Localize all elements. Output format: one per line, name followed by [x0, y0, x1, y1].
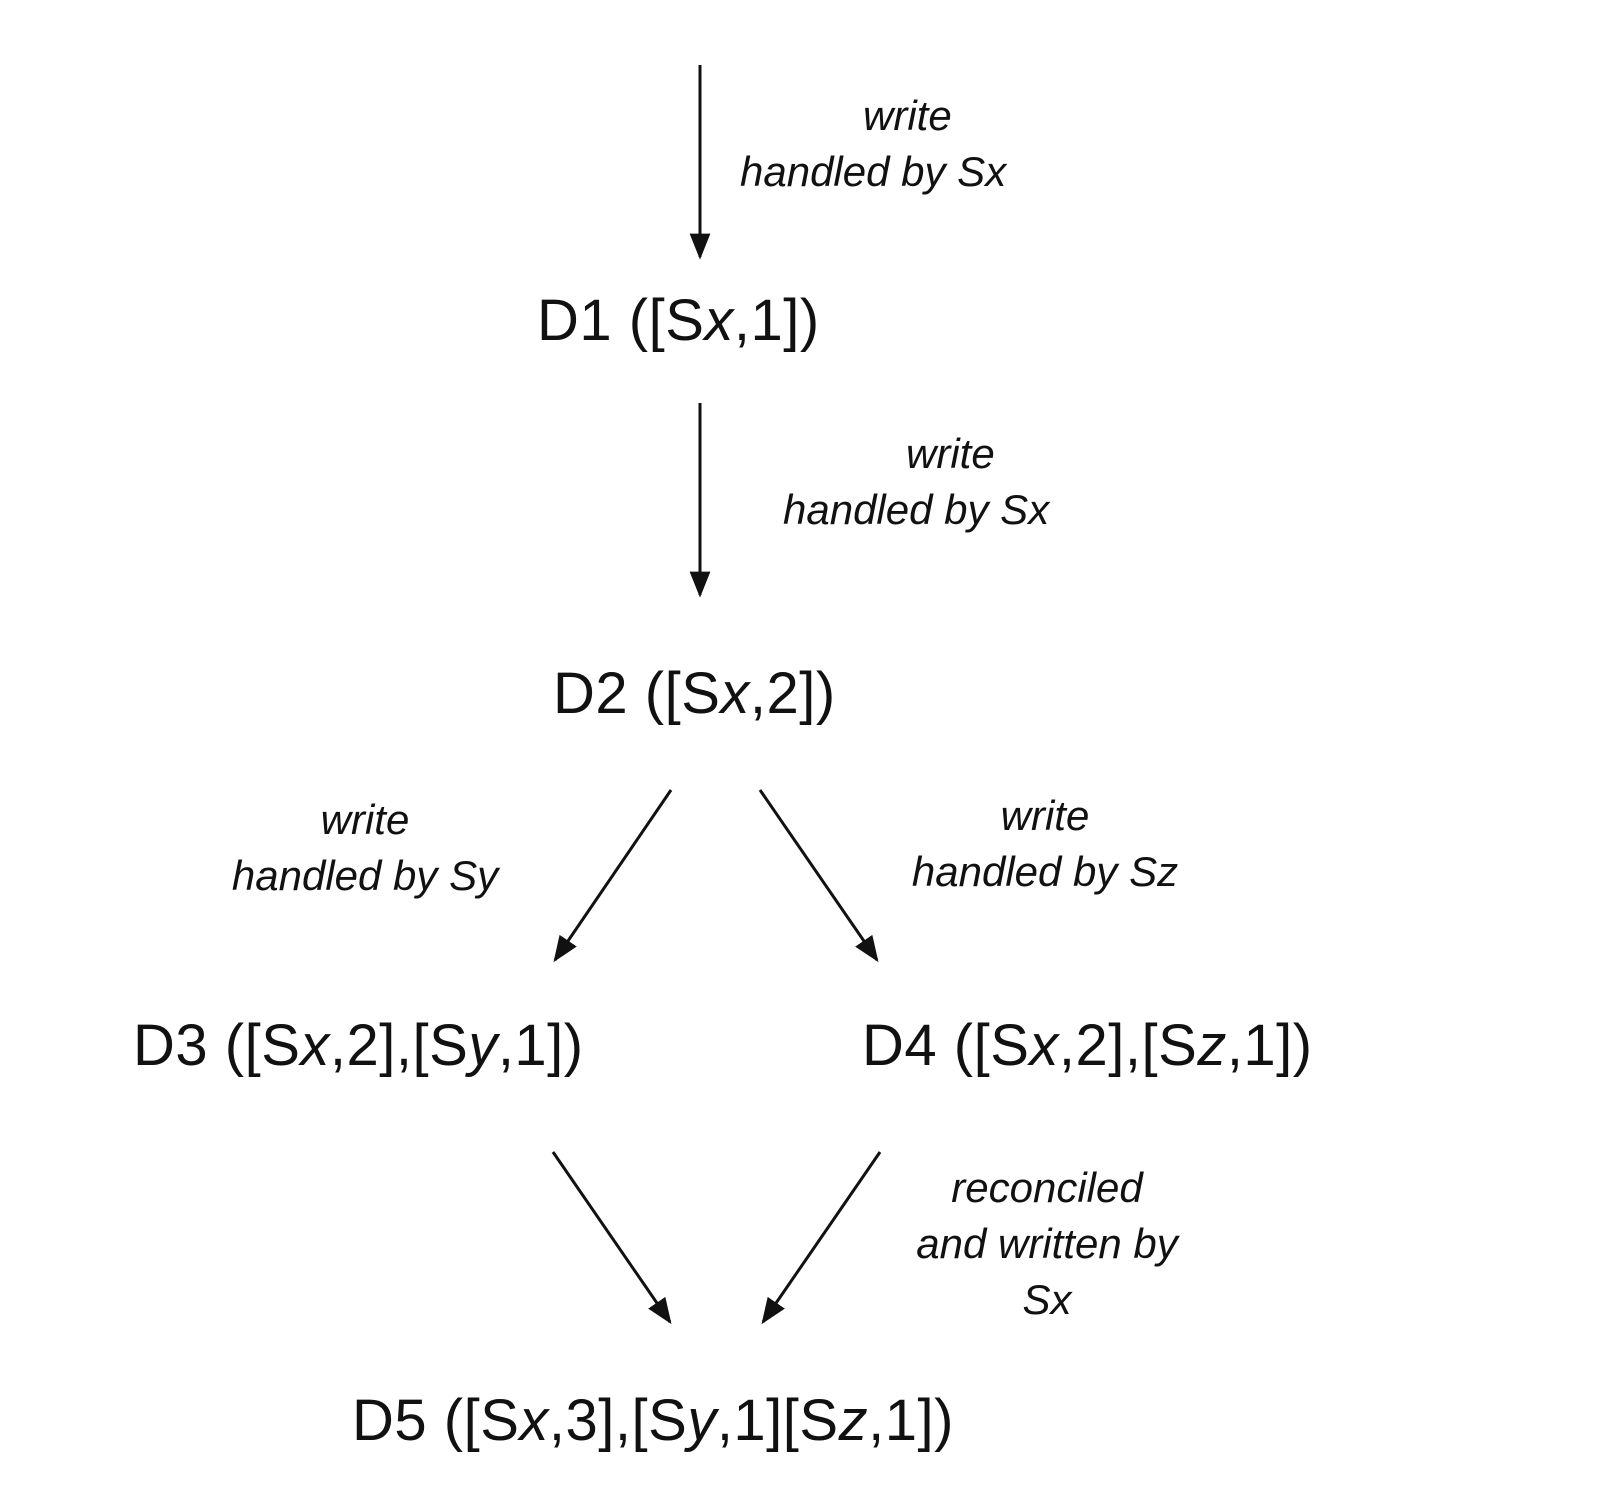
edge-label-d1-to-d2-line2: handled by Sx	[783, 486, 1050, 533]
edge-label-d4-to-d5-line1: reconciled	[951, 1164, 1143, 1211]
node-d2: D2 ([Sx,2])	[553, 665, 836, 723]
node-d3-var2: y	[468, 1013, 498, 1078]
node-d1-rest1: ,1])	[733, 288, 820, 353]
arrow-d2-to-d4	[758, 789, 879, 963]
arrow-d4-to-d5	[761, 1151, 882, 1325]
edge-label-d2-to-d4: write handled by Sz	[855, 788, 1235, 900]
node-d3-var1: x	[300, 1013, 330, 1078]
node-d5-name: D5	[352, 1388, 428, 1453]
edge-label-d4-to-d5-line2: and written by	[916, 1220, 1178, 1267]
node-d1: D1 ([Sx,1])	[537, 292, 820, 350]
node-d3: D3 ([Sx,2],[Sy,1])	[133, 1017, 584, 1075]
node-d2-name: D2	[553, 661, 629, 726]
edge-label-d4-to-d5-line3: Sx	[1022, 1276, 1072, 1323]
edge-label-d2-to-d3: write handled by Sy	[175, 792, 555, 904]
node-d1-var1: x	[704, 288, 734, 353]
edge-label-d4-to-d5: reconciled and written by Sx	[857, 1160, 1237, 1328]
node-d5-mid1: ,3],[S	[548, 1388, 688, 1453]
node-d2-open: ([S	[644, 661, 721, 726]
edge-label-top-line2: handled by Sx	[740, 148, 1007, 195]
node-d2-rest1: ,2])	[749, 661, 836, 726]
node-d5-var1: x	[519, 1388, 549, 1453]
edge-label-d1-to-d2: write handled by Sx	[783, 426, 1203, 538]
node-d4-var2: z	[1197, 1013, 1227, 1078]
node-d5-var2: y	[687, 1388, 717, 1453]
node-d5: D5 ([Sx,3],[Sy,1][Sz,1])	[352, 1392, 954, 1450]
node-d5-mid2: ,1][S	[716, 1388, 839, 1453]
node-d3-rest2: ,1])	[497, 1013, 584, 1078]
node-d4-mid1: ,2],[S	[1058, 1013, 1198, 1078]
node-d5-var3: z	[838, 1388, 869, 1453]
node-d1-open: ([S	[628, 288, 705, 353]
edge-label-top: write handled by Sx	[740, 88, 1160, 200]
node-d5-rest3: ,1])	[868, 1388, 954, 1453]
node-d1-name: D1	[537, 288, 613, 353]
edge-label-d2-to-d4-line2: handled by Sz	[911, 848, 1179, 895]
edge-label-top-line1: write	[863, 92, 952, 139]
edge-label-d1-to-d2-line1: write	[906, 430, 995, 477]
node-d2-var1: x	[720, 661, 750, 726]
node-d3-name: D3	[133, 1013, 209, 1078]
node-d4-rest2: ,1])	[1226, 1013, 1313, 1078]
edge-label-d2-to-d3-line2: handled by Sy	[231, 852, 499, 899]
node-d3-open: ([S	[224, 1013, 301, 1078]
node-d4: D4 ([Sx,2],[Sz,1])	[862, 1017, 1313, 1075]
node-d4-name: D4	[862, 1013, 938, 1078]
arrow-d3-to-d5	[551, 1151, 672, 1325]
edge-label-d2-to-d3-line1: write	[320, 796, 410, 843]
node-d4-var1: x	[1029, 1013, 1059, 1078]
node-d3-mid1: ,2],[S	[329, 1013, 469, 1078]
edge-label-d2-to-d4-line1: write	[1000, 792, 1090, 839]
arrow-d2-to-d3	[553, 789, 673, 963]
node-d4-open: ([S	[953, 1013, 1030, 1078]
node-d5-open: ([S	[443, 1388, 520, 1453]
